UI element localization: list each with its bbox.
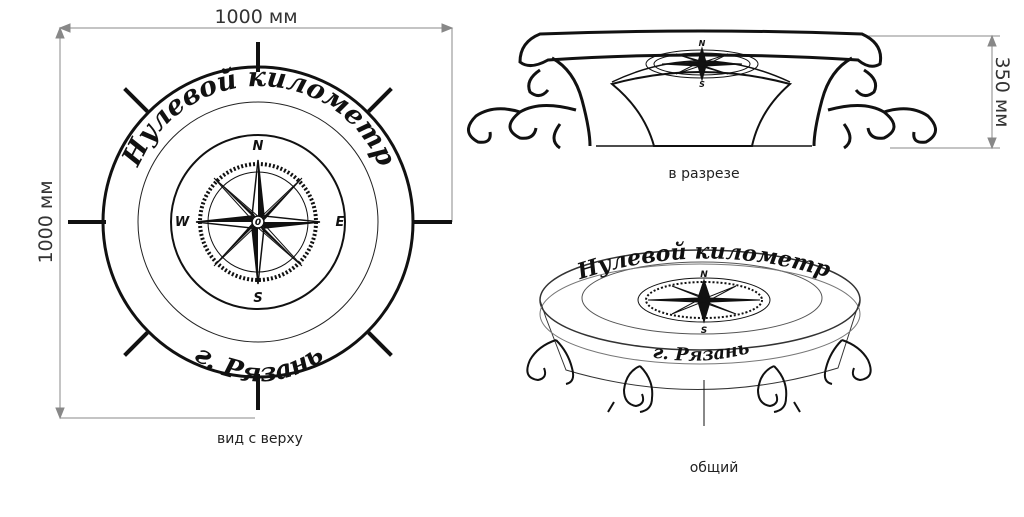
general-compass-south: S (701, 326, 707, 336)
middle-ring (137, 101, 379, 343)
section-compass (645, 46, 759, 82)
section-left-ironwork (467, 56, 592, 150)
general-legs (526, 339, 872, 426)
compass-east-label: Е (336, 215, 345, 230)
top-view-caption: вид с верху (217, 431, 303, 447)
compass-rose (195, 159, 321, 285)
dimension-lines (55, 23, 454, 420)
section-view: 350 мм N S (467, 29, 1013, 182)
section-compass-south: S (699, 80, 705, 89)
section-tabletop (518, 29, 883, 68)
general-view-caption: общий (690, 460, 739, 476)
inner-ring (170, 134, 346, 310)
section-dimension-lines (860, 34, 1000, 150)
compass-west-label: W (175, 215, 190, 230)
compass-north-label: N (253, 139, 264, 154)
height-dimension-label: 1000 мм (35, 180, 57, 263)
inscription-bottom: г. Рязань (189, 339, 329, 389)
section-view-caption: в разрезе (668, 166, 739, 182)
compass-center-label: 0 (255, 218, 261, 228)
general-compass (637, 277, 771, 324)
compass-south-label: S (253, 291, 262, 306)
section-right-ironwork (812, 56, 937, 150)
general-compass-north: N (700, 270, 708, 280)
section-height-label: 350 мм (991, 57, 1013, 128)
outer-ring (101, 65, 415, 379)
top-view: 1000 мм 1000 мм Нулевой километр г. Ряза… (35, 6, 454, 447)
general-tabletop-inner (581, 261, 823, 335)
width-dimension-label: 1000 мм (214, 6, 297, 28)
general-view: N S Нулевой километр г. Рязань общий (526, 238, 872, 476)
section-compass-north: N (699, 39, 706, 48)
